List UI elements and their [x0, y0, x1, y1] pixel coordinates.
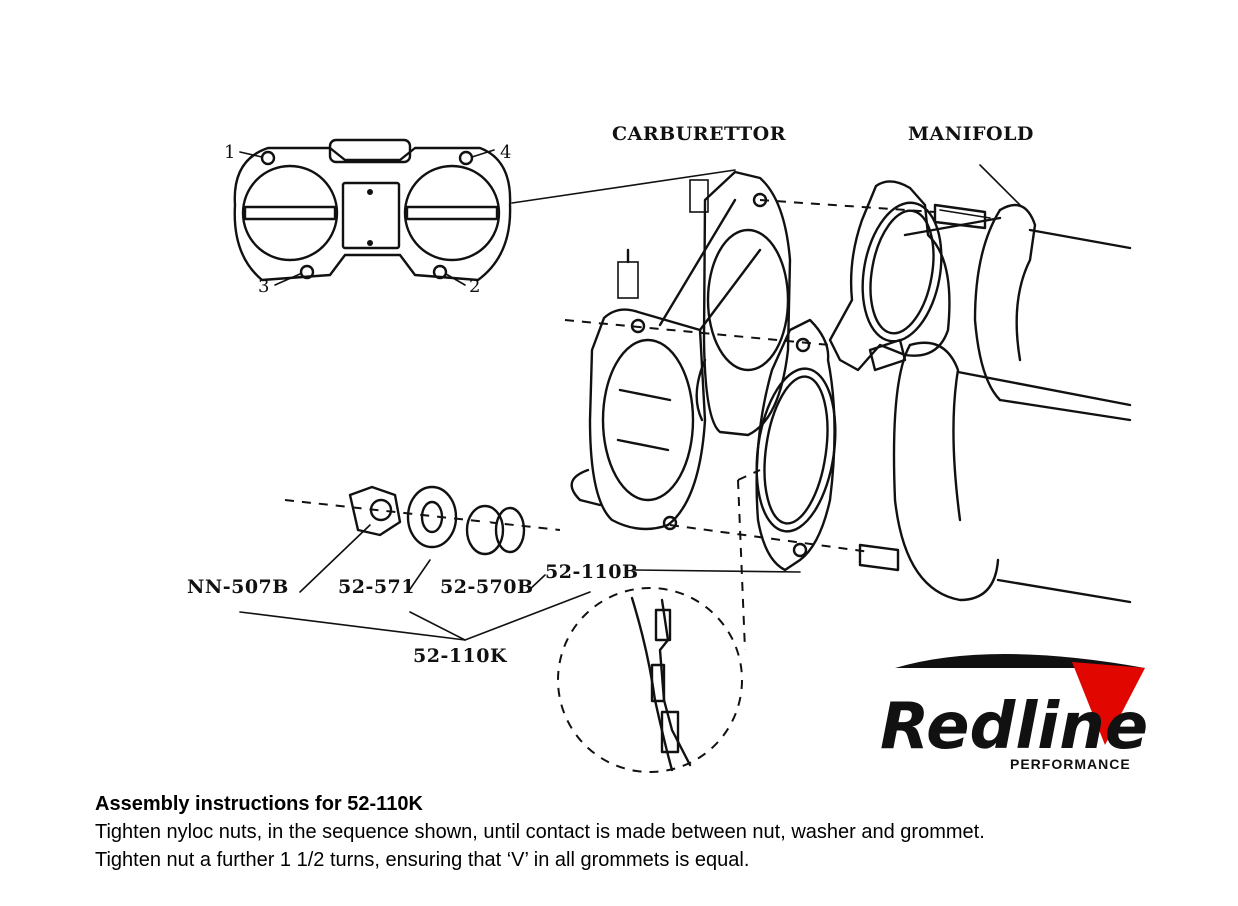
manifold-label: MANIFOLD	[908, 123, 1034, 145]
washer	[406, 485, 458, 549]
part-label-nn507b: NN-507B	[187, 576, 289, 598]
assembly-instructions: Assembly instructions for 52-110K Tighte…	[95, 790, 1225, 874]
nyloc-nut	[348, 485, 402, 537]
grommet	[465, 504, 526, 556]
stud-top	[933, 203, 987, 230]
logo-wordmark: Redline	[880, 690, 1148, 764]
part-label-52-110k: 52-110K	[413, 645, 508, 667]
sequence-number-4: 4	[500, 142, 511, 163]
redline-logo: Redline PERFORMANCE	[880, 654, 1148, 772]
part-label-52-571: 52-571	[338, 576, 415, 598]
stud-centerline-upper	[564, 319, 831, 346]
sequence-number-2: 2	[469, 276, 480, 297]
sequence-number-1: 1	[224, 142, 235, 163]
stud-centerline-lower	[669, 524, 871, 553]
instructions-heading: Assembly instructions for 52-110K	[95, 793, 423, 815]
instructions-line-1: Tighten nyloc nuts, in the sequence show…	[95, 821, 985, 843]
part-label-52-570b: 52-570B	[440, 576, 534, 598]
stud-bottom	[858, 543, 900, 572]
grommet-detail-circle	[557, 469, 761, 773]
sequence-number-3: 3	[258, 276, 269, 297]
insulator-spacer	[755, 180, 951, 572]
flange-sequence-inset	[233, 138, 512, 286]
part-label-52-110b: 52-110B	[545, 561, 639, 583]
logo-tagline: PERFORMANCE	[1010, 756, 1131, 772]
inset-leader-line	[511, 169, 736, 204]
stud-centerline-top	[759, 199, 936, 213]
carburettor	[570, 170, 792, 531]
carburettor-label: CARBURETTOR	[612, 123, 786, 145]
instructions-line-2: Tighten nut a further 1 1/2 turns, ensur…	[95, 849, 750, 871]
